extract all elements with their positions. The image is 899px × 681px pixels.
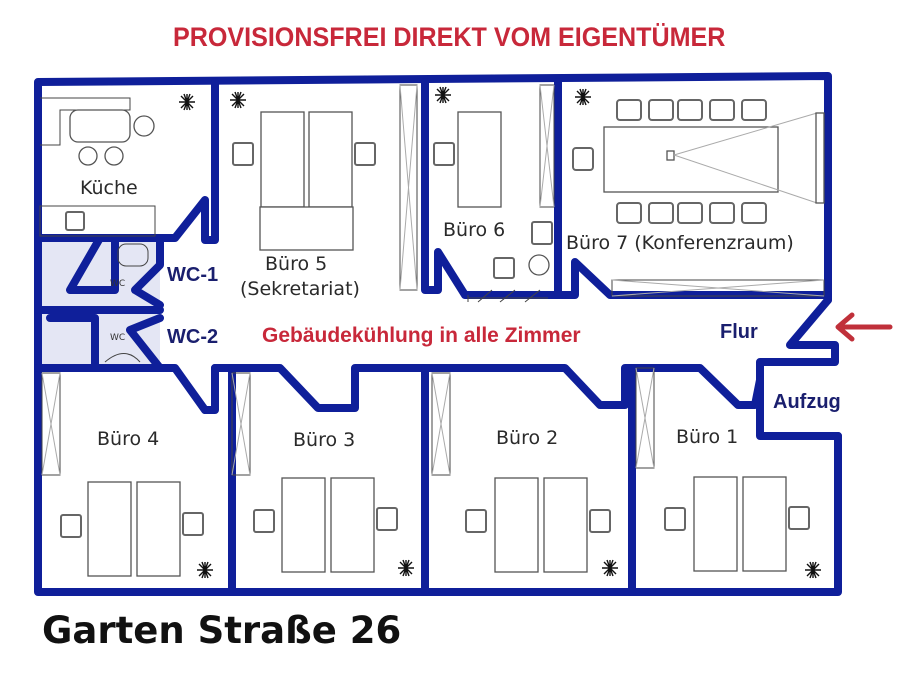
room-label-wc2: WC-2	[167, 326, 218, 348]
buero7-furniture	[572, 99, 825, 224]
kitchen-furniture	[39, 97, 156, 237]
buero5-furniture	[232, 111, 376, 251]
buero4-furniture	[60, 481, 204, 577]
wc-fixtures: WC WC	[104, 243, 149, 363]
room-label-corridor: Flur	[720, 321, 758, 343]
buero2-furniture	[465, 477, 611, 573]
lower-room-walls	[211, 364, 764, 596]
wc-walls	[34, 234, 219, 414]
street-address: Garten Straße 26	[42, 609, 402, 652]
room-label-kitchen: Küche	[80, 177, 138, 199]
sun-burst-icon	[179, 86, 821, 579]
room-label-buero2: Büro 2	[496, 427, 558, 449]
room-label-buero5-sub: (Sekretariat)	[240, 278, 360, 300]
buero1-furniture	[664, 476, 810, 572]
buero3-furniture	[253, 477, 398, 573]
left-arrow-icon	[835, 312, 893, 342]
svg-text:WC: WC	[110, 279, 125, 289]
room-label-wc1: WC-1	[167, 264, 218, 286]
room-label-elevator: Aufzug	[773, 391, 841, 413]
room-label-buero1: Büro 1	[676, 426, 738, 448]
buero6-furniture	[433, 111, 553, 279]
closet-units	[41, 84, 825, 476]
room-label-buero5: Büro 5	[265, 253, 327, 275]
room-label-buero7: Büro 7 (Konferenzraum)	[566, 232, 794, 254]
outer-walls	[34, 72, 842, 596]
headline-banner: PROVISIONSFREI DIREKT VOM EIGENTÜMER	[172, 22, 726, 52]
cooling-note: Gebäudekühlung in alle Zimmer	[262, 324, 581, 347]
room-label-buero4: Büro 4	[97, 428, 159, 450]
room-label-buero6: Büro 6	[443, 219, 505, 241]
room-label-buero3: Büro 3	[293, 429, 355, 451]
svg-text:WC: WC	[110, 333, 125, 343]
upper-room-walls	[421, 78, 842, 440]
kitchen-walls	[34, 78, 219, 244]
